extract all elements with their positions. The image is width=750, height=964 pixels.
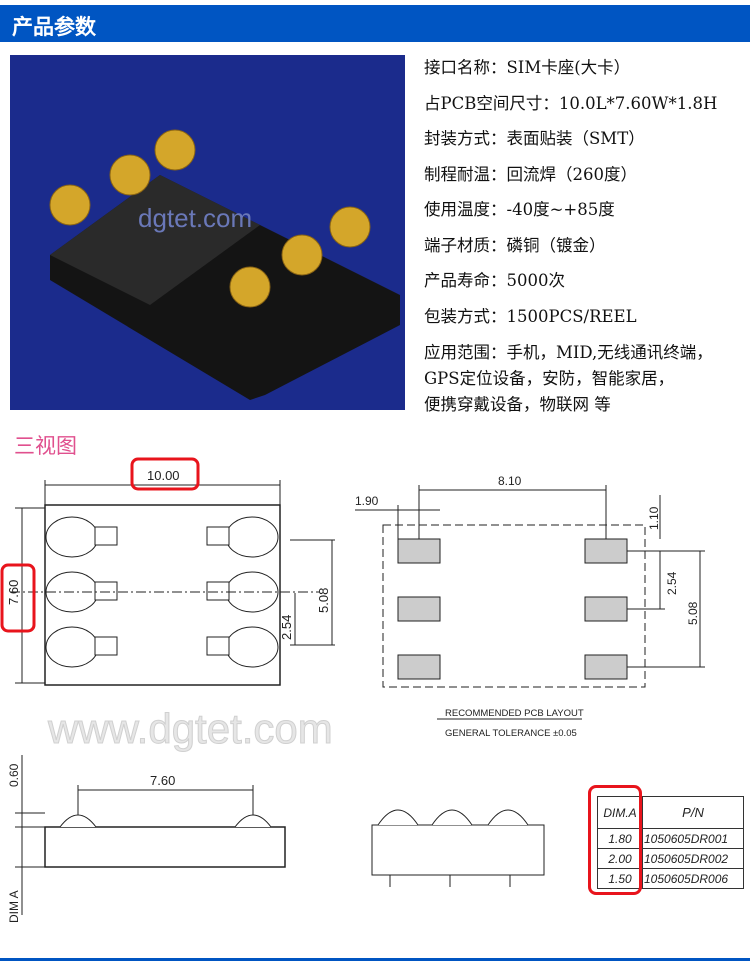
dim-side-width: 7.60 (150, 773, 175, 788)
spec-application: GPS定位设备，安防，智能家居， (424, 369, 675, 388)
photo-watermark: dgtet.com (138, 203, 252, 233)
spec-application: 应用范围：手机，MID,无线通讯终端， (424, 343, 713, 362)
spec-item: 占PCB空间尺寸：10.0L*7.60W*1.8H (424, 93, 718, 113)
dim-side-height: 0.60 (7, 763, 21, 787)
highlight-box (130, 457, 200, 491)
dim-pitch-total: 5.08 (316, 588, 331, 613)
spec-item: 制程耐温：回流焊（260度） (424, 164, 637, 184)
table-cell: 1050605DR001 (642, 828, 744, 849)
tolerance-note: GENERAL TOLERANCE ±0.05 (445, 728, 577, 739)
spec-item: 端子材质：磷铜（镀金） (424, 235, 606, 255)
spec-list: 接口名称：SIM卡座(大卡） 占PCB空间尺寸：10.0L*7.60W*1.8H… (424, 56, 750, 418)
dim-pad: 1.10 (647, 506, 661, 530)
pcb-layout-view: 8.10 1.90 1.10 2.54 5.08 RECOMMENDED PCB… (355, 474, 705, 739)
dim-a-label: DIM A (7, 890, 21, 923)
highlight-box (0, 563, 36, 633)
spec-item: 产品寿命：5000次 (424, 271, 565, 290)
table-cell: 1050605DR006 (642, 868, 744, 889)
header-title: 产品参数 (12, 15, 96, 39)
spec-item: 封装方式：表面贴装（SMT） (424, 129, 645, 148)
dim-pcb-pitch-total: 5.08 (686, 601, 700, 625)
footer-line (0, 958, 750, 961)
spec-application: 便携穿戴设备，物联网 等 (424, 395, 611, 414)
dim-offset: 1.90 (355, 494, 379, 508)
product-photo: dgtet.com (10, 55, 405, 410)
drawing-watermark: www.dgtet.com (47, 705, 333, 752)
top-view: 10.00 7.60 5.08 2.54 (0, 457, 335, 686)
highlight-box (588, 785, 642, 895)
spec-item: 包装方式：1500PCS/REEL (424, 306, 637, 326)
three-view-drawing: www.dgtet.com 10.00 7.60 5.08 2.54 (0, 457, 705, 923)
dim-pitch: 2.54 (279, 615, 294, 640)
pcb-layout-caption: RECOMMENDED PCB LAYOUT (445, 708, 584, 719)
section-title: 三视图 (14, 434, 77, 458)
spec-item: 使用温度：-40度~+85度 (424, 200, 615, 219)
front-view (371, 809, 545, 887)
dim-length: 10.00 (147, 468, 180, 483)
header-bar: 产品参数 (0, 5, 750, 42)
side-view: 7.60 0.60 DIM A (7, 755, 286, 923)
spec-item: 接口名称：SIM卡座(大卡） (424, 58, 631, 77)
table-cell: 1050605DR002 (642, 848, 744, 869)
table-header: P/N (642, 796, 744, 829)
dim-span: 8.10 (498, 474, 522, 488)
sim-socket-image: dgtet.com (49, 129, 400, 400)
dim-pcb-pitch: 2.54 (665, 571, 679, 595)
dim-width: 7.60 (6, 580, 21, 605)
table-cell: 1.50 (597, 868, 643, 889)
